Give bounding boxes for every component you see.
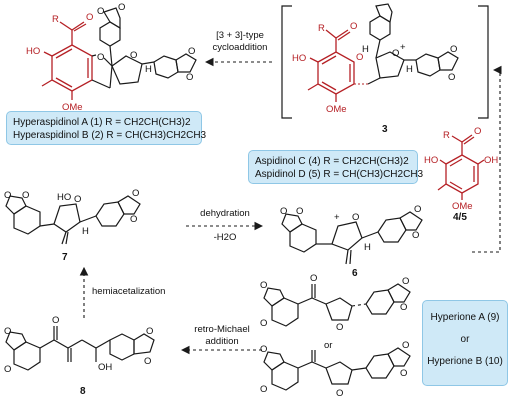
cycloaddition-label: [3 + 3]-type cycloaddition	[212, 30, 268, 54]
o-label-22: O	[412, 230, 419, 241]
aspidinol-structure: R O HO OH OMe	[424, 126, 498, 212]
o-label-15: O	[74, 194, 81, 205]
o-label-30: O	[310, 273, 317, 284]
r-label-1: R	[52, 14, 59, 25]
h-label-1: H	[145, 64, 152, 75]
hyperione-b-text: Hyperione B (10)	[427, 356, 503, 367]
oh-label-45: OH	[484, 155, 498, 166]
o-label-37: O	[402, 340, 409, 351]
hyperaspidinol-a-text: Hyperaspidinol A (1) R = CH2CH(CH3)2	[13, 117, 191, 128]
dehydration-label-top: dehydration	[200, 208, 250, 219]
hyperione-a-text: Hyperione A (9)	[430, 312, 500, 323]
o-label-16: O	[132, 188, 139, 199]
o-label-9: O	[356, 52, 363, 63]
compound-number-7: 7	[62, 252, 68, 263]
plus-label-6: +	[334, 212, 340, 223]
or-label-structures: or	[324, 340, 332, 351]
ho-label-45: HO	[424, 155, 438, 166]
o-label-3: O	[130, 50, 137, 61]
h-label-4: H	[406, 64, 413, 75]
o-label-26: O	[146, 326, 153, 337]
o-label-13: O	[4, 190, 11, 201]
cycloaddition-label-line2: cycloaddition	[212, 42, 268, 53]
hyperaspidinol-box: Hyperaspidinol A (1) R = CH2CH(CH3)2 Hyp…	[6, 111, 207, 145]
o-label-7: O	[186, 72, 193, 83]
ho-label-1: HO	[26, 46, 40, 57]
compound-number-6: 6	[352, 268, 358, 279]
hyperione-box: Hyperione A (9) or Hyperione B (10)	[422, 300, 508, 386]
o-label-38: O	[400, 368, 407, 379]
o-label-33: O	[400, 302, 407, 313]
compound-number-45: 4/5	[453, 212, 467, 223]
ome-label-1: OMe	[62, 102, 83, 113]
compound-7-structure: O O HO O H O O	[4, 188, 141, 245]
plus-label-3: +	[400, 42, 406, 53]
connector-6-to-3	[472, 65, 502, 253]
o-label-4: O	[97, 6, 104, 17]
o-label-35: O	[260, 384, 267, 395]
o-label-29: O	[260, 318, 267, 329]
r-label-45: R	[443, 130, 450, 141]
ome-label-3: OMe	[326, 104, 347, 115]
compound-3-structure: R O HO OMe O H O + H O O	[292, 3, 459, 115]
o-label-34: O	[260, 344, 267, 355]
retro-michael-label: retro-Michael addition	[184, 324, 260, 348]
compound-number-8: 8	[80, 386, 86, 397]
hemiacetalization-label: hemiacetalization	[92, 286, 166, 297]
o-label-20: O	[352, 212, 359, 223]
o-label-36: O	[336, 388, 343, 399]
o-label-19: O	[296, 206, 303, 217]
cycloaddition-label-line1: [3 + 3]-type	[216, 30, 264, 41]
hyperione-a-structure: O O O O O O	[260, 273, 411, 333]
h-label-6: H	[364, 242, 371, 253]
compound-6-structure: O O + O H O O	[280, 204, 423, 265]
aspidinol-box: Aspidinol C (4) R = CH2CH(CH3)2 Aspidino…	[248, 150, 424, 184]
o-label-14: O	[22, 190, 29, 201]
o-label-23: O	[4, 326, 11, 337]
o-label-24: O	[4, 364, 11, 375]
o-label-11: O	[450, 44, 457, 55]
dehydration-label-bottom: -H2O	[213, 232, 237, 243]
o-label-31: O	[336, 322, 343, 333]
o-label-21: O	[414, 204, 421, 215]
retro-michael-label-line1: retro-Michael	[194, 324, 250, 335]
o-label-5: O	[118, 2, 125, 13]
r-label-3: R	[318, 23, 325, 34]
ho-label-3: HO	[292, 53, 306, 64]
o-label-12: O	[448, 72, 455, 83]
aspidinol-d-text: Aspidinol D (5) R = CH(CH3)CH2CH3	[255, 169, 424, 180]
o-label-2: O	[97, 52, 104, 63]
o-label-27: O	[144, 356, 151, 367]
h-label-3: H	[362, 44, 369, 55]
compound-8-structure: O O O OH O O	[4, 315, 155, 375]
o-label-10: O	[392, 48, 399, 59]
o-label-32: O	[402, 276, 409, 287]
h-label-7: H	[82, 226, 89, 237]
ho-label-7: HO	[57, 192, 71, 203]
o-label-25: O	[52, 315, 59, 326]
compound-number-3: 3	[382, 124, 388, 135]
compound-3-bracket	[281, 5, 489, 119]
oh-label-8: OH	[98, 362, 112, 373]
hyperione-b-structure: O O O O O	[260, 340, 411, 399]
aspidinol-c-text: Aspidinol C (4) R = CH2CH(CH3)2	[255, 156, 409, 167]
o-label-45: O	[474, 126, 481, 137]
hyperaspidinol-structure: R O HO OMe O O O O H O O	[26, 2, 197, 113]
o-label-6: O	[188, 46, 195, 57]
o-label-1: O	[86, 12, 93, 23]
o-label-28: O	[260, 280, 267, 291]
o-label-17: O	[130, 214, 137, 225]
ome-label-45: OMe	[452, 201, 473, 212]
hyperione-or-text: or	[460, 334, 470, 345]
o-label-8: O	[350, 21, 357, 32]
o-label-18: O	[280, 206, 287, 217]
hyperaspidinol-b-text: Hyperaspidinol B (2) R = CH(CH3)CH2CH3	[13, 130, 207, 141]
retro-michael-label-line2: addition	[205, 336, 239, 347]
